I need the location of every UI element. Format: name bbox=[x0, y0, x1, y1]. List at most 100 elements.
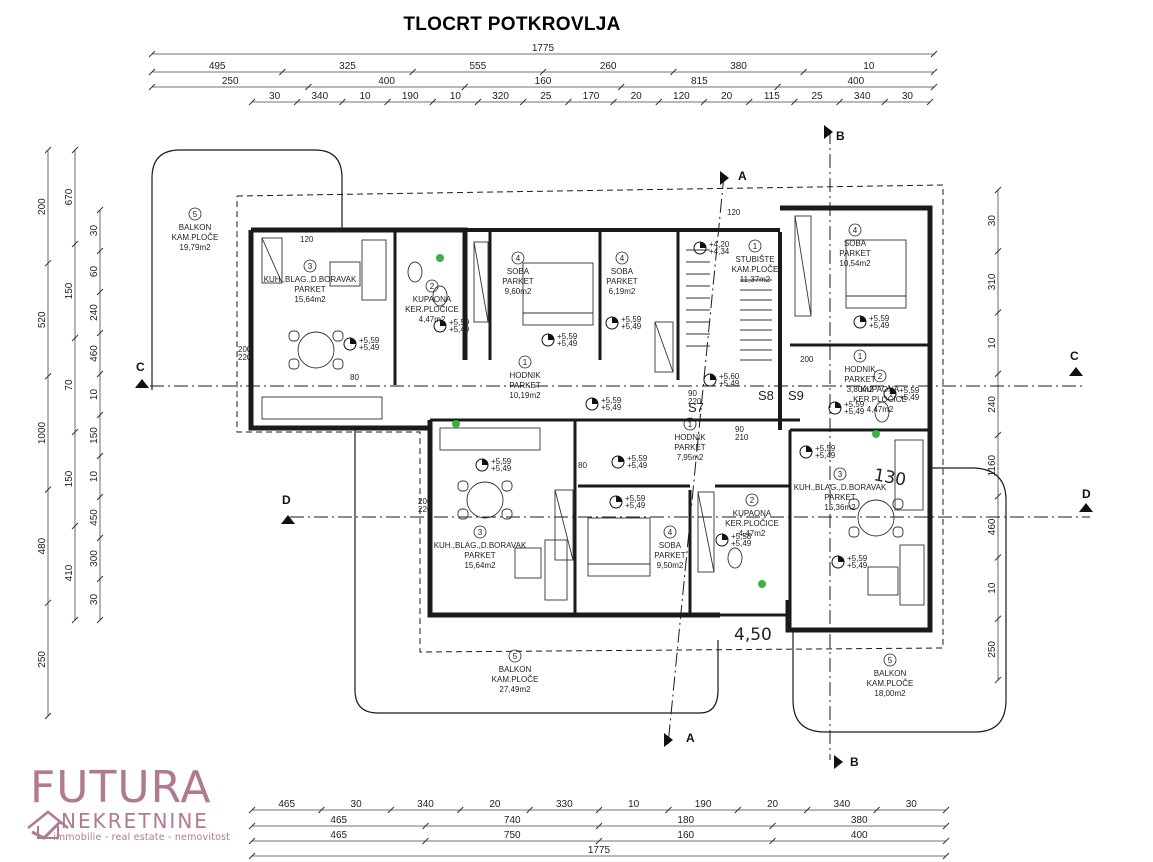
dim-top-row1-tick bbox=[539, 68, 547, 76]
level-value: +5,59 bbox=[815, 444, 836, 453]
dim-top-row3-tick bbox=[384, 98, 391, 106]
dim-bottom-row1-value: 30 bbox=[351, 799, 363, 810]
handwritten-note: 4,50 bbox=[734, 625, 772, 645]
room-floor: PARKET bbox=[464, 551, 496, 560]
dim-top-row2-value: 400 bbox=[378, 76, 395, 87]
level-marks: +5,59+5,49+5,59+5,49+5,59+5,49+5,59+5,49… bbox=[238, 208, 920, 588]
dim-top-row1-value: 555 bbox=[469, 61, 486, 72]
dim-top-row3-tick bbox=[745, 98, 753, 106]
opening-dimension: 80 bbox=[578, 461, 587, 470]
dim-bottom-row1-value: 30 bbox=[906, 799, 918, 810]
section-label: A bbox=[686, 731, 695, 745]
level-symbol-fill bbox=[612, 317, 618, 323]
level-sub-value: +5,49 bbox=[491, 464, 512, 473]
room-area: 9,60m2 bbox=[505, 287, 532, 296]
dim-top-row3-value: 170 bbox=[583, 91, 600, 102]
dim-left-outer-value: 250 bbox=[37, 651, 48, 668]
wall-east-apartment bbox=[780, 205, 933, 633]
level-value: +4,20 bbox=[709, 240, 730, 249]
room-number-circle bbox=[683, 417, 697, 431]
sofa bbox=[867, 566, 899, 596]
level-value: +5,59 bbox=[621, 315, 642, 324]
room-area: 4,47m2 bbox=[739, 529, 766, 538]
wall-south-apartment bbox=[427, 420, 720, 618]
level-mark: +5,60+5,49 bbox=[703, 372, 740, 388]
dim-bottom-row2-tick bbox=[595, 822, 603, 830]
level-symbol-fill bbox=[722, 534, 728, 540]
level-symbol-fill bbox=[860, 316, 866, 322]
dim-bottom-row1-value: 340 bbox=[834, 799, 851, 810]
section-d-west: D bbox=[281, 493, 295, 524]
toilet bbox=[407, 261, 423, 283]
wardrobe bbox=[697, 491, 715, 573]
dim-left-outer-tick bbox=[44, 599, 52, 607]
dim-bottom-row1-tick bbox=[665, 806, 672, 814]
dim-right-value: 310 bbox=[987, 273, 998, 290]
section-arrow bbox=[1069, 367, 1083, 376]
section-label: C bbox=[136, 360, 145, 374]
dim-top-row3-tick bbox=[429, 98, 437, 106]
dim-bottom-row2-tick bbox=[769, 822, 776, 830]
wardrobe bbox=[473, 241, 489, 323]
wall-west-apartment bbox=[248, 230, 430, 431]
opening-dimension: 200 bbox=[238, 345, 252, 354]
level-value: +5,59 bbox=[847, 554, 868, 563]
room-number: 4 bbox=[668, 528, 673, 537]
section-label: B bbox=[836, 129, 845, 143]
bed bbox=[587, 517, 651, 577]
balcony-outline-west bbox=[151, 149, 343, 390]
room-floor: PARKET bbox=[844, 375, 876, 384]
dim-bottom-row1-value: 330 bbox=[556, 799, 573, 810]
room-name: KUPAONA bbox=[413, 295, 452, 304]
level-value: +5,59 bbox=[844, 400, 865, 409]
green-marker bbox=[758, 580, 766, 588]
level-sub-value: +5,49 bbox=[869, 321, 890, 330]
dim-bottom-row1-tick bbox=[526, 806, 533, 814]
dim-left-mid-tick bbox=[71, 616, 79, 624]
dim-top-row3-value: 30 bbox=[902, 91, 914, 102]
dim-bottom-row1-tick bbox=[803, 806, 811, 814]
room-area: 9,50m2 bbox=[657, 561, 684, 570]
dim-left-inner-tick bbox=[96, 493, 104, 501]
level-sub-value: +5,49 bbox=[815, 451, 836, 460]
level-mark: +5,59+5,49 bbox=[605, 315, 642, 331]
level-value: +5,59 bbox=[601, 396, 622, 405]
room-name: HODNIK bbox=[674, 433, 706, 442]
level-sub-value: +4,34 bbox=[709, 247, 730, 256]
dim-top-row2-tick bbox=[930, 83, 938, 91]
level-sub-value: +5,49 bbox=[899, 393, 920, 402]
sofa bbox=[899, 544, 925, 606]
level-sub-value: +5,49 bbox=[359, 343, 380, 352]
dim-right-value: 240 bbox=[987, 396, 998, 413]
dim-left-inner-tick bbox=[96, 534, 104, 542]
section-arrow bbox=[834, 755, 843, 769]
dim-left-outer-tick bbox=[44, 259, 52, 267]
dim-bottom-row1-value: 190 bbox=[695, 799, 712, 810]
room-area: 19,79m2 bbox=[179, 243, 211, 252]
dim-top-row2-tick bbox=[148, 83, 156, 91]
dim-left-inner-value: 240 bbox=[89, 304, 100, 321]
furniture bbox=[261, 215, 925, 606]
section-arrow bbox=[1079, 503, 1093, 512]
dim-bottom-row1-tick bbox=[734, 806, 742, 814]
room-floor: PARKET bbox=[824, 493, 856, 502]
dim-top-row3-value: 25 bbox=[540, 91, 552, 102]
level-symbol-fill bbox=[890, 388, 896, 394]
room-number-circle bbox=[833, 467, 847, 481]
section-c-west: C bbox=[135, 360, 149, 388]
dim-bottom-row3-value: 160 bbox=[677, 830, 694, 841]
section-a-north: A bbox=[720, 169, 747, 185]
room-number: 4 bbox=[516, 254, 521, 263]
dim-left-inner-value: 150 bbox=[89, 427, 100, 444]
room-number-circle bbox=[883, 653, 897, 667]
section-arrow bbox=[664, 733, 673, 747]
dim-top-row3-tick bbox=[655, 98, 663, 106]
chair bbox=[892, 526, 904, 538]
room-floor: PARKET bbox=[674, 443, 706, 452]
sofa bbox=[514, 547, 542, 579]
